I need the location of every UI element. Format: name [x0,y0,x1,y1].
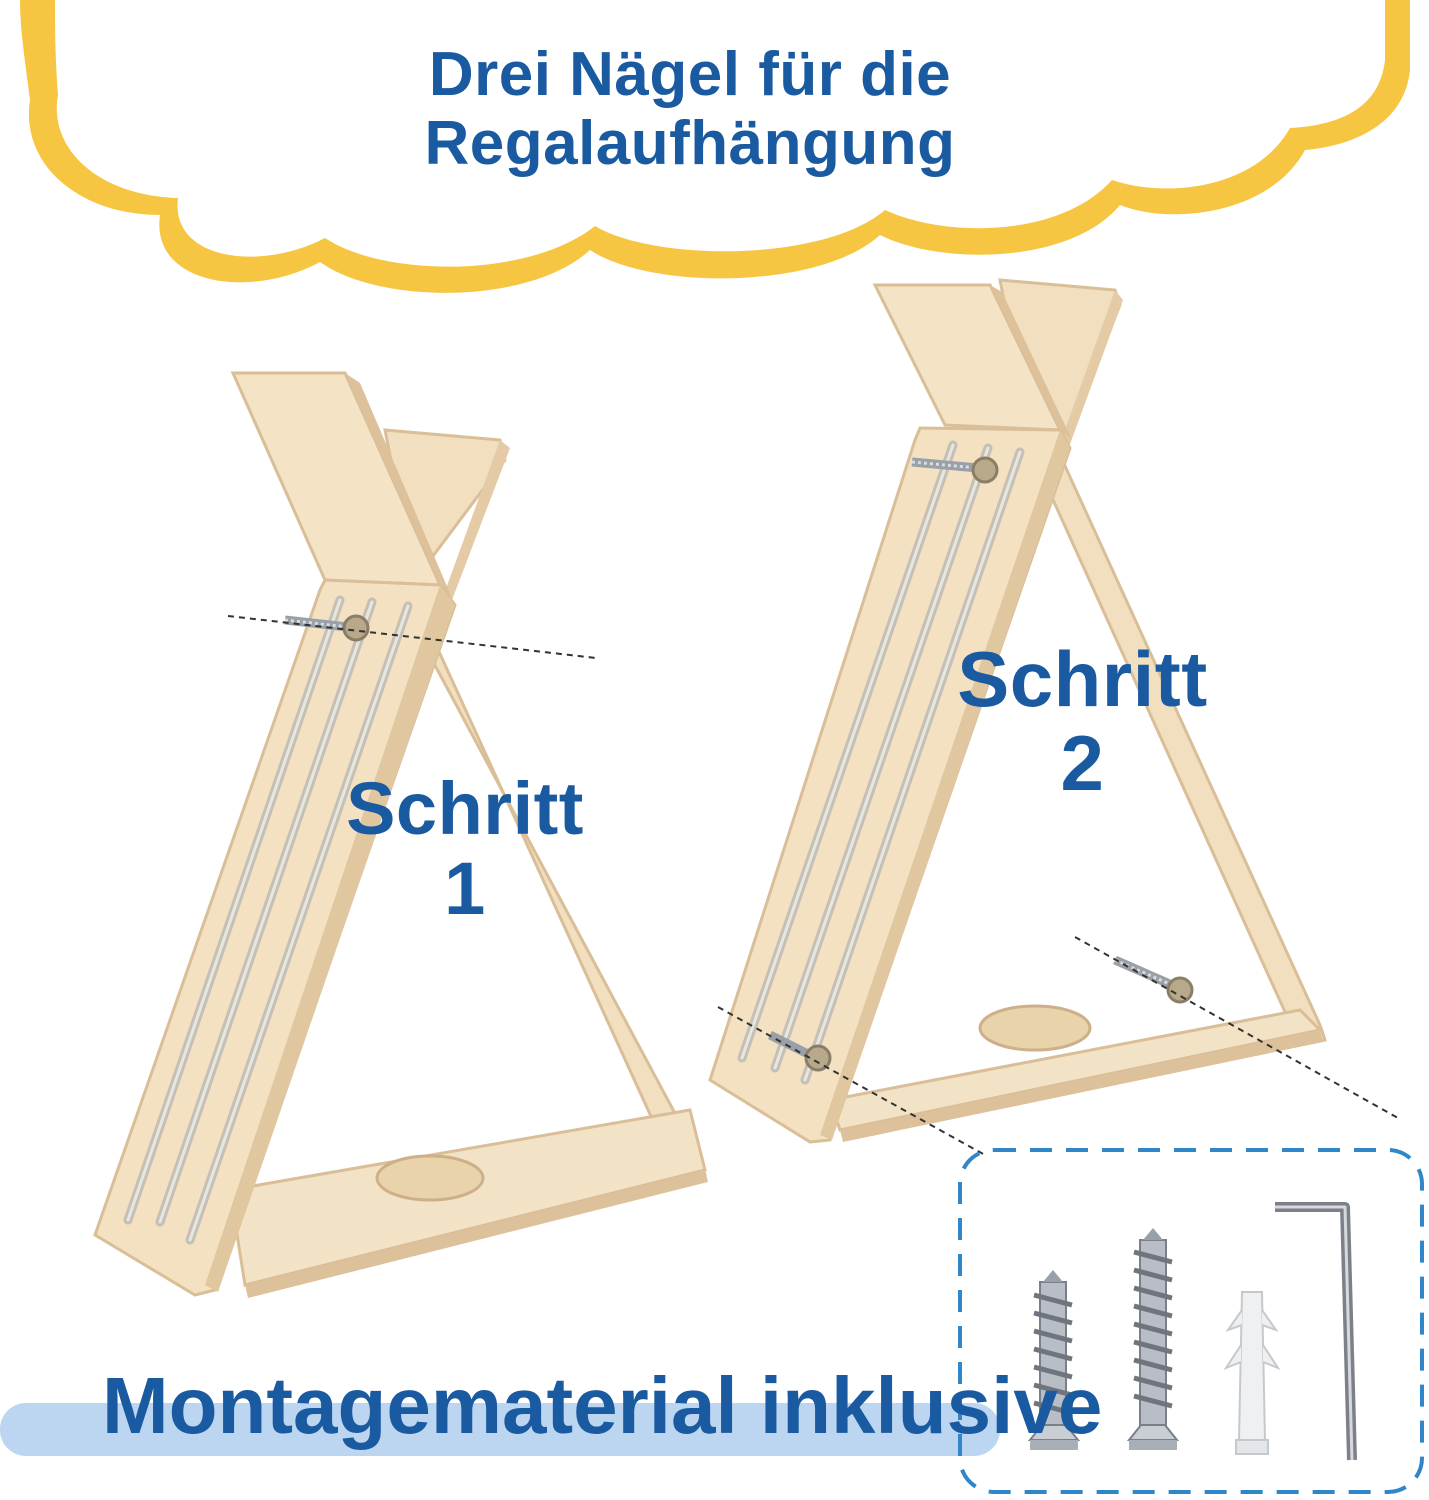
teepee-shelf-2 [708,278,1399,1156]
screw-icon [284,614,370,642]
dashed-frame [958,1148,1424,1494]
guide-line-3 [1074,936,1399,1119]
caption-highlight-band [0,1403,1000,1456]
screw-icon [767,1030,832,1072]
step-1-title: Schritt [346,767,584,850]
page-title-line-2: Regalaufhängung [424,109,956,178]
screw-icon [1027,1270,1081,1450]
screw-icon [911,456,999,484]
long-screw-icon [1126,1228,1180,1450]
guide-line-2 [717,1006,986,1156]
step-1-label: Schritt 1 [315,772,615,926]
step-1-number: 1 [444,847,486,930]
base-hole-2 [978,1004,1092,1052]
allen-key-icon [1275,1202,1357,1461]
guide-line-1 [227,615,597,659]
page-title-line-1: Drei Nägel für die [428,40,952,109]
teepee-shelf-1 [93,371,708,1298]
cloud-banner [20,0,1410,293]
cloud-body [55,0,1385,267]
bottom-caption: Montagematerial inklusive [102,1361,1103,1450]
step-2-number: 2 [1060,719,1105,807]
step-2-label: Schritt 2 [930,640,1235,802]
wall-plug-icon [1223,1291,1281,1455]
base-hole-1 [375,1154,485,1202]
step-2-title: Schritt [957,635,1208,723]
